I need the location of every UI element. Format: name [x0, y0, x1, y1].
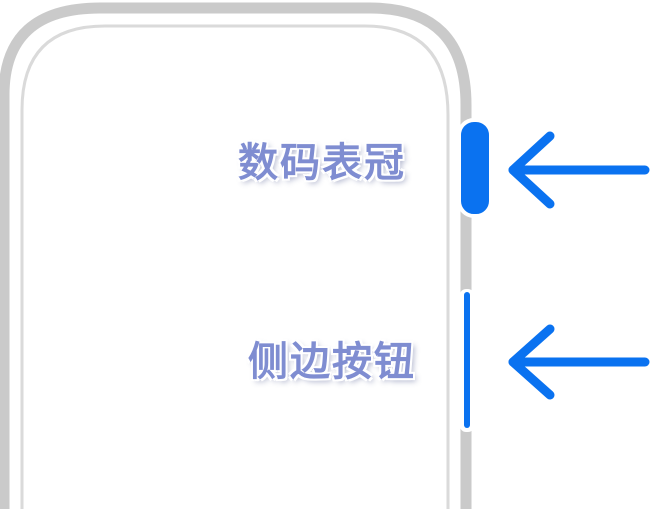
side-button-highlight: [464, 292, 470, 428]
watch-case-outline: [0, 2, 472, 509]
arrow-left-icon: [508, 131, 650, 209]
arrow-left-icon: [508, 324, 650, 400]
digital-crown-label: 数码表冠: [238, 140, 406, 186]
side-button-label: 侧边按钮: [248, 339, 416, 385]
watch-screen-edge: [20, 24, 450, 509]
digital-crown[interactable]: [457, 118, 493, 218]
